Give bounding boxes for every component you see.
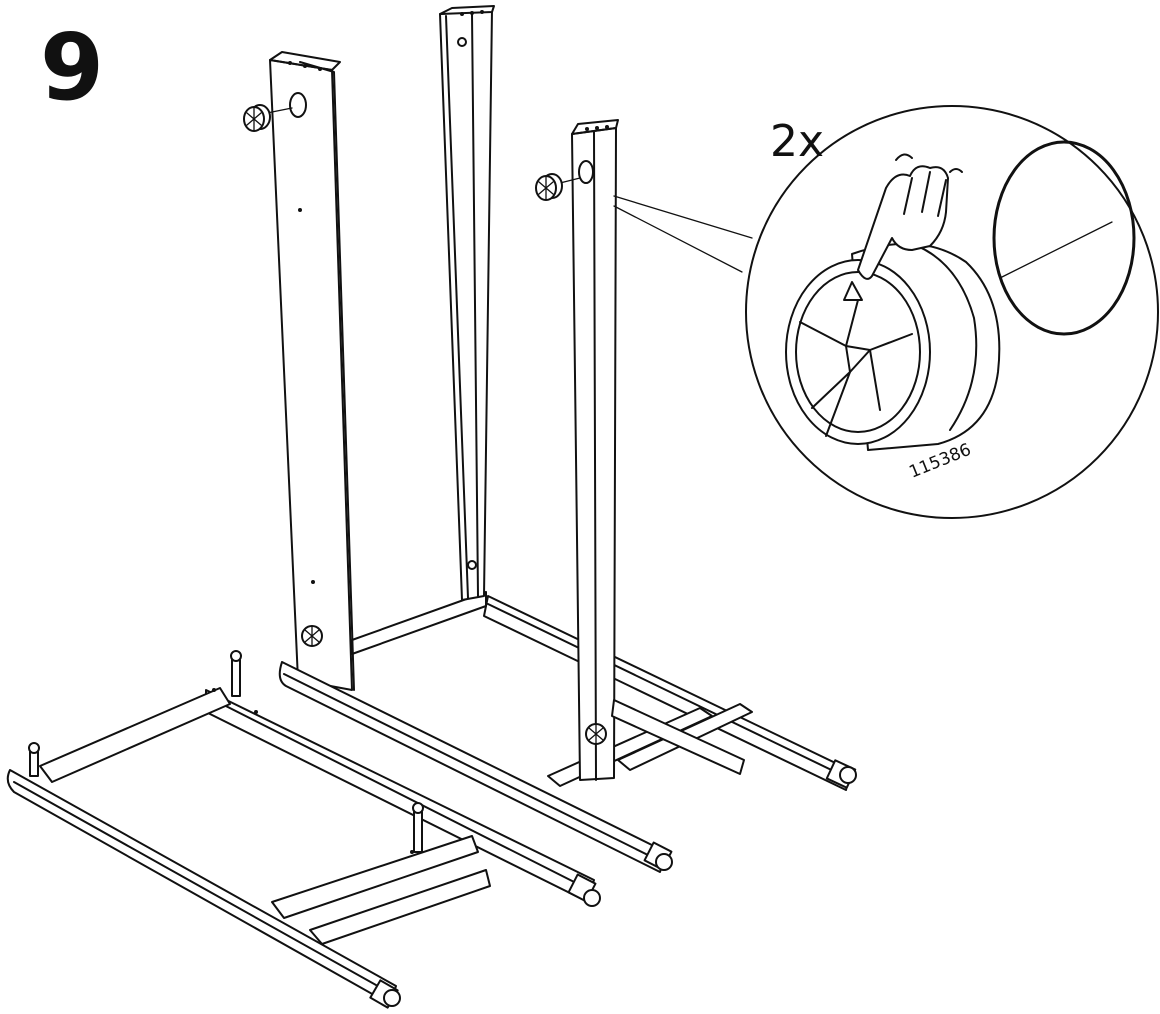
detached-base-frame	[8, 651, 600, 1008]
detached-back-foot-glide	[584, 890, 600, 906]
left-upright	[270, 52, 354, 690]
quantity-label: 2x	[770, 116, 824, 167]
back-center-upright	[440, 6, 494, 600]
left-upright-glide-fitted	[302, 626, 322, 646]
right-upright-glide-fitted	[586, 724, 606, 744]
dowel-2	[29, 743, 39, 776]
right-upright	[572, 120, 618, 780]
detached-middle-crossbar	[272, 836, 478, 918]
callout-glide-face	[786, 260, 930, 444]
dowel-3	[413, 803, 423, 852]
detail-callout: 2x 115386	[614, 106, 1158, 518]
back-right-foot-glide	[840, 767, 856, 783]
front-rail-foot-glide	[656, 854, 672, 870]
detached-left-crossbar	[40, 688, 230, 782]
left-upright-hole	[290, 93, 306, 117]
detached-front-foot-glide	[384, 990, 400, 1006]
step-number: 9	[40, 22, 104, 114]
left-glide-loose	[244, 105, 270, 131]
back-inner-crossbar	[352, 592, 486, 654]
right-upright-hole	[579, 161, 593, 183]
back-right-rail	[484, 596, 850, 790]
right-glide-loose	[536, 174, 562, 200]
dowel-1	[231, 651, 241, 696]
